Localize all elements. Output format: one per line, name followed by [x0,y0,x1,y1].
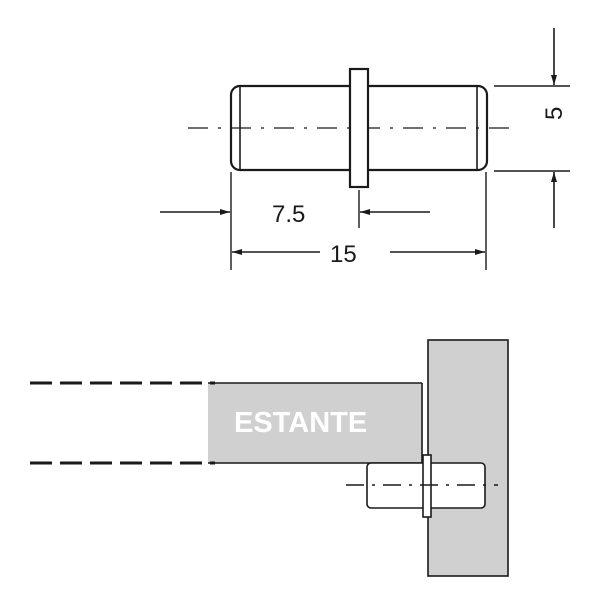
pin-top-view [188,67,570,270]
assembly-view [30,339,509,577]
dimension-arrows [160,28,557,255]
dim-half-length: 7.5 [272,201,305,228]
dim-diameter: 5 [541,107,568,120]
side-panel [427,339,509,577]
shelf-board [208,383,422,463]
shelf-label: ESTANTE [234,407,367,439]
installed-pin-collar [422,454,432,518]
pin-collar [348,67,370,189]
dim-total-length: 15 [330,241,357,268]
